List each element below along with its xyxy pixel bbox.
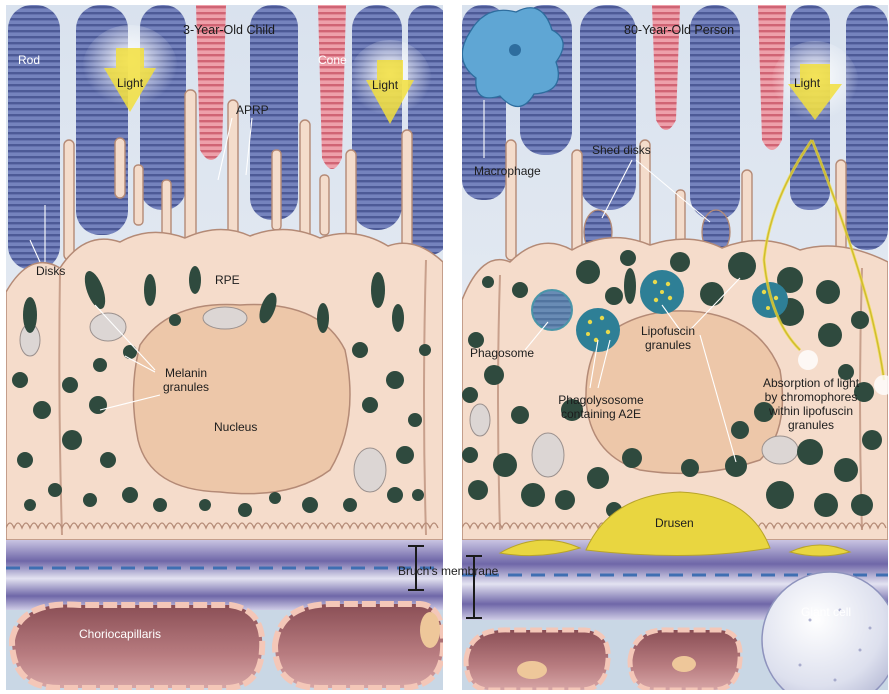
melanin-granules-label: Melanin granules — [156, 366, 216, 394]
choriocapillaris-label: Choriocapillaris — [79, 627, 161, 641]
nucleus-label: Nucleus — [214, 420, 257, 434]
macrophage-label: Macrophage — [474, 164, 541, 178]
shed-disks-label: Shed disks — [592, 143, 651, 157]
rod-label: Rod — [18, 53, 40, 67]
left-bruchs-membrane — [6, 540, 443, 610]
right-choriocapillaris — [466, 630, 740, 690]
left-panel-title: 3-Year-Old Child — [183, 23, 275, 37]
phagolysosome-label: Phagolysosome containing A2E — [546, 393, 656, 421]
cone-label: Cone — [318, 53, 347, 67]
disks-label: Disks — [36, 264, 65, 278]
absorption-label: Absorption of light by chromophores with… — [742, 376, 880, 432]
right-panel-title: 80-Year-Old Person — [624, 23, 734, 37]
left-panel — [6, 5, 448, 690]
giant-cell-label: Giant cell — [801, 605, 851, 619]
lipofuscin-granules-label: Lipofuscin granules — [636, 324, 700, 352]
light-label-left-1: Light — [117, 76, 143, 90]
bruchs-membrane-label: Bruch's membrane — [398, 564, 498, 578]
left-nucleus — [133, 305, 350, 494]
phagosome-label: Phagosome — [470, 346, 534, 360]
aprp-label: APRP — [236, 103, 269, 117]
light-label-left-2: Light — [372, 78, 398, 92]
left-choriocapillaris — [12, 604, 443, 688]
drusen-label: Drusen — [655, 516, 694, 530]
light-label-right: Light — [794, 76, 820, 90]
rpe-label: RPE — [215, 273, 240, 287]
